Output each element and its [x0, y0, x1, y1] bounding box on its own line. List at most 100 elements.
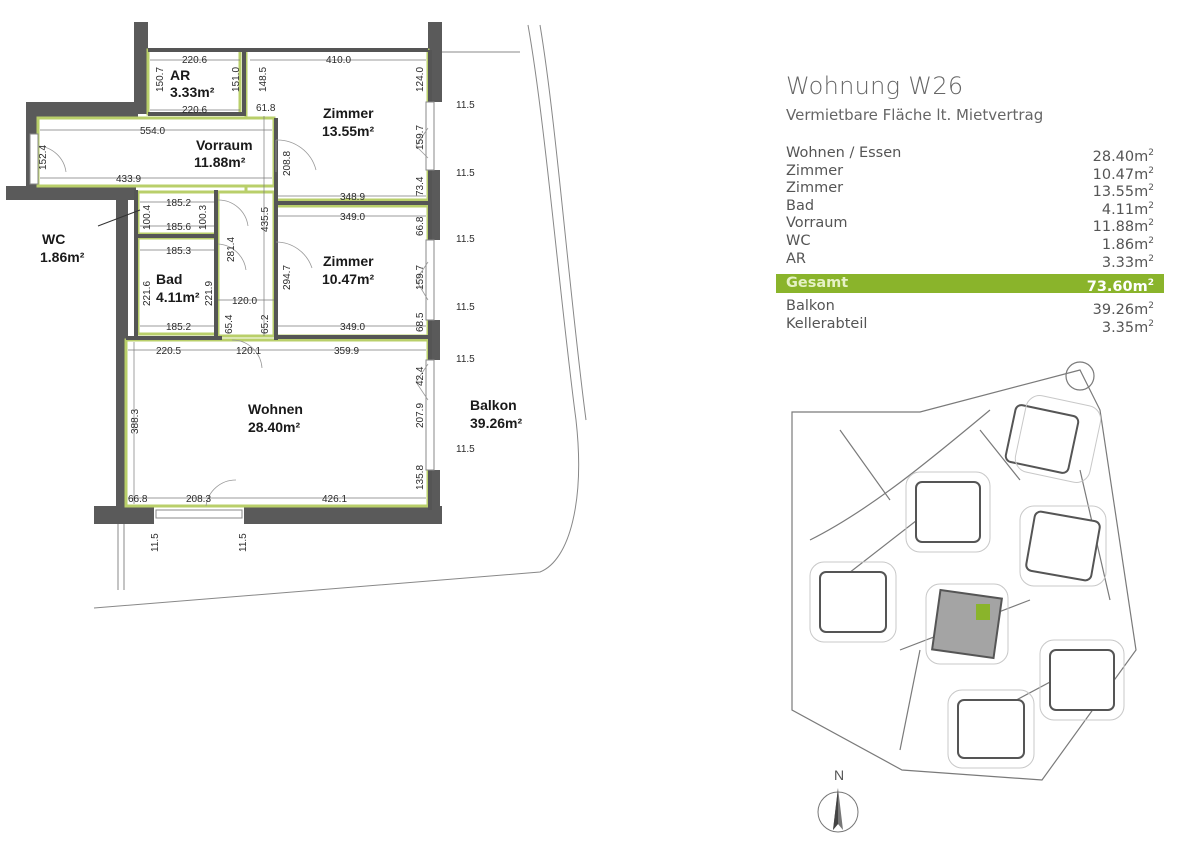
total-value: 73.60m2 — [1086, 278, 1154, 295]
dim-label: 120.0 — [232, 296, 257, 307]
dim-label: 220.5 — [156, 346, 181, 357]
dim-label: 207.9 — [415, 403, 426, 428]
dim-label: 148.5 — [258, 67, 269, 92]
dim-label: 65.4 — [224, 314, 235, 334]
apartment-title: Wohnung W26 — [786, 72, 964, 100]
total-name: Gesamt — [786, 275, 849, 292]
dim-label: 208.8 — [282, 151, 293, 176]
area-row: Balkon 39.26m2 — [786, 298, 1154, 318]
dim-label: 73.4 — [415, 176, 426, 196]
floor-plan: AR 3.33m² Vorraum 11.88m² Zimmer 13.55m²… — [6, 22, 587, 609]
dimension-lines — [40, 59, 426, 504]
dim-label: 11.5 — [456, 234, 475, 245]
site-boundary — [791, 369, 1137, 781]
dim-label: 185.6 — [166, 222, 191, 233]
dim-label: 185.3 — [166, 246, 191, 257]
area-row: WC 1.86m2 — [786, 232, 1154, 253]
building-6 — [957, 699, 1025, 759]
north-label: N — [834, 767, 844, 783]
dim-label: 61.8 — [256, 103, 276, 114]
dim-label: 185.2 — [166, 198, 191, 209]
dim-label: 410.0 — [326, 55, 351, 66]
area-row: AR 3.33m2 — [786, 250, 1154, 271]
dim-label: 100.3 — [198, 205, 209, 230]
site-plan — [791, 361, 1137, 781]
area-row: Kellerabteil 3.35m2 — [786, 315, 1154, 336]
dim-label: 152.4 — [38, 145, 49, 170]
room-area-wc: 1.86m² — [40, 249, 85, 265]
dim-label: 120.1 — [236, 346, 261, 357]
dim-label: 185.2 — [166, 322, 191, 333]
room-label-zimmer-2: Zimmer — [323, 253, 374, 269]
north-arrow: N — [817, 767, 859, 833]
area-value: 28.40m2 — [1092, 148, 1154, 165]
room-label-ar: AR — [170, 67, 190, 83]
dim-label: 294.7 — [282, 265, 293, 290]
dim-label: 159.7 — [415, 265, 426, 290]
room-label-bad: Bad — [156, 271, 182, 287]
room-label-wohnen: Wohnen — [248, 401, 303, 417]
room-area-zimmer-1: 13.55m² — [322, 123, 374, 139]
windows — [29, 101, 435, 519]
area-name: AR — [786, 250, 806, 267]
dim-label: 42.4 — [415, 366, 426, 386]
area-name: Kellerabteil — [786, 315, 868, 332]
area-row: Wohnen / Essen 28.40m2 — [786, 145, 1154, 165]
site-path — [839, 429, 1111, 751]
dim-label: 349.0 — [340, 322, 365, 333]
dim-label: 359.9 — [334, 346, 359, 357]
apartment-marker — [976, 604, 990, 620]
room-vorraum — [36, 116, 276, 188]
area-value: 1.86m2 — [1101, 235, 1154, 253]
dim-label: 151.0 — [231, 67, 242, 92]
room-label-vorraum: Vorraum — [196, 137, 253, 153]
dim-label: 11.5 — [456, 444, 475, 455]
room-corridor — [216, 190, 276, 338]
area-value: 3.33m2 — [1101, 253, 1154, 271]
dim-label: 100.4 — [142, 205, 153, 230]
room-bad — [136, 236, 220, 336]
dim-label: 349.0 — [340, 212, 365, 223]
dim-label: 135.8 — [415, 465, 426, 490]
area-name: WC — [786, 232, 811, 249]
apartment-subtitle: Vermietbare Fläche lt. Mietvertrag — [786, 106, 1044, 124]
dim-label: 435.5 — [260, 207, 271, 232]
dim-label: 433.9 — [116, 174, 141, 185]
dim-label: 68.5 — [415, 312, 426, 332]
building-3 — [1025, 510, 1101, 582]
dim-label: 159.7 — [415, 125, 426, 150]
building-1 — [1004, 404, 1080, 474]
area-value: 13.55m2 — [1092, 183, 1154, 201]
building-5 — [1049, 649, 1115, 711]
area-name: Balkon — [786, 298, 835, 315]
roundabout — [1065, 361, 1095, 391]
area-name: Wohnen / Essen — [786, 145, 902, 161]
dim-label: 11.5 — [456, 302, 475, 313]
door-swings — [37, 127, 429, 507]
area-value: 10.47m2 — [1092, 165, 1154, 183]
room-area-ar: 3.33m² — [170, 84, 215, 100]
site-boundary-inner — [809, 409, 1111, 731]
room-area-wohnen: 28.40m² — [248, 419, 300, 435]
dim-label: 11.5 — [456, 168, 475, 179]
room-label-wc: WC — [42, 231, 65, 247]
dim-label: 65.2 — [260, 314, 271, 334]
dim-label: 426.1 — [322, 494, 347, 505]
building-4 — [819, 571, 887, 633]
area-name: Bad — [786, 197, 815, 214]
dim-label: 554.0 — [140, 126, 165, 137]
area-value: 11.88m2 — [1092, 218, 1154, 236]
area-value: 39.26m2 — [1092, 301, 1154, 318]
dim-label: 348.9 — [340, 192, 365, 203]
room-wohnen — [124, 338, 430, 508]
area-value: 3.35m2 — [1101, 318, 1154, 336]
dim-label: 124.0 — [415, 67, 426, 92]
dimension-labels: 220.6 410.0 150.7 151.0 148.5 124.0 220.… — [38, 55, 475, 552]
dim-label: 208.3 — [186, 494, 211, 505]
dim-label: 221.9 — [204, 281, 215, 306]
dim-label: 11.5 — [238, 533, 249, 552]
room-labels: AR 3.33m² Vorraum 11.88m² Zimmer 13.55m²… — [40, 67, 522, 435]
dim-label: 388.3 — [130, 409, 141, 434]
